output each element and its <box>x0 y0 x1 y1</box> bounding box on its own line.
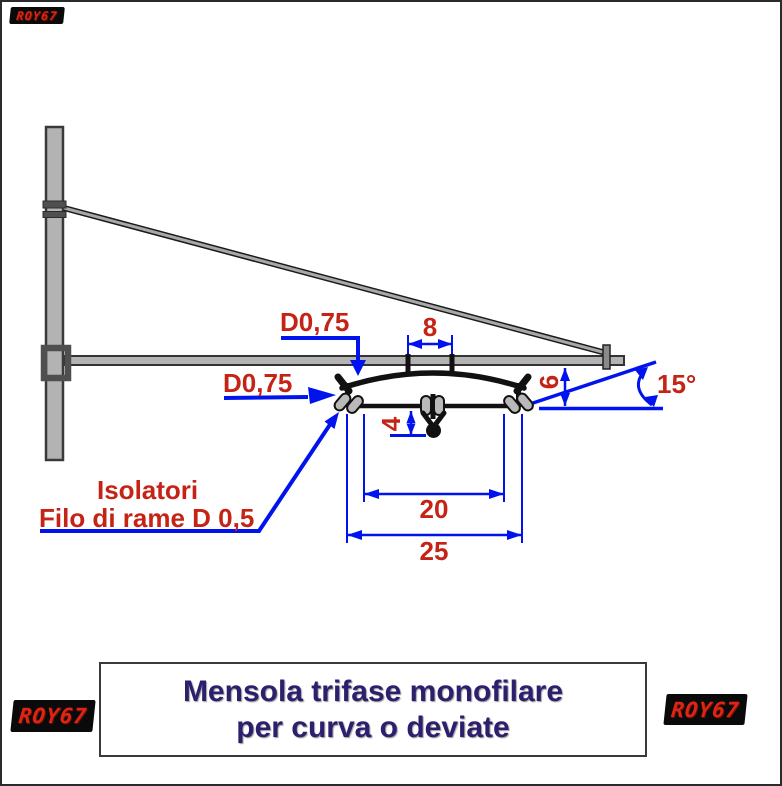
insulator-right-2 <box>516 392 534 412</box>
mast-top-clamp-band-1 <box>42 200 67 209</box>
angle-arc-arrow-bottom <box>645 395 658 407</box>
stay-wire <box>63 206 607 355</box>
angle-ref-inclined <box>532 360 657 405</box>
label-angle-15: 15° <box>657 369 697 399</box>
dim4-arrow-up <box>406 411 416 423</box>
arm-end-pin <box>602 344 611 370</box>
pendant-arm-right <box>432 410 447 428</box>
bow-wire <box>339 370 527 391</box>
label-diameter-left: D0,75 <box>223 368 293 398</box>
roy67-badge-bottom-left: ROY67 <box>10 700 96 732</box>
leader-diameter-left <box>223 395 309 400</box>
leader-diameter-top-arrowhead <box>350 360 366 376</box>
dim20-arrow-left <box>364 489 379 499</box>
dim-label-6: 6 <box>534 374 564 390</box>
dim25-arrow-left <box>347 530 362 540</box>
title-line-2: per curva o deviate <box>236 710 510 744</box>
roy67-badge-bottom-right: ROY67 <box>663 694 748 725</box>
label-isolatori: Isolatori <box>97 475 199 505</box>
leader-insulators-arrowhead <box>324 412 339 429</box>
angle-arc-arrow-top <box>635 367 648 380</box>
mast-pole <box>44 125 65 462</box>
dim-label-4: 4 <box>376 416 406 432</box>
dim6-arrow-up <box>560 368 570 381</box>
dim6-arrow-down <box>560 393 570 406</box>
insulator-center-2 <box>433 395 445 416</box>
pendant-ball <box>426 423 441 438</box>
roy67-badge-top-left: ROY67 <box>9 7 65 24</box>
leader-insulators <box>40 421 333 533</box>
bow-assembly <box>333 354 534 438</box>
dim8-arrow-right <box>438 339 452 349</box>
dim-label-20: 20 <box>419 494 449 524</box>
dimension-lines <box>40 335 663 543</box>
insulator-right-1 <box>503 395 521 414</box>
mast-arm-clamp <box>40 344 72 382</box>
dim-label-25: 25 <box>419 536 449 566</box>
insulator-left-2 <box>346 395 364 414</box>
pendant-arm-left <box>420 410 435 428</box>
dim4-arrow-down <box>406 423 416 435</box>
mast-top-clamp-band-2 <box>42 211 67 218</box>
dim8-arrow-left <box>408 339 422 349</box>
insulator-left-1 <box>333 392 352 412</box>
dim-label-8: 8 <box>422 312 438 342</box>
bracket-arm <box>64 355 625 366</box>
dim25-arrow-right <box>507 530 522 540</box>
leader-diameter-left-arrowhead <box>308 387 336 404</box>
title-box: Mensola trifase monofilare per curva o d… <box>99 662 647 757</box>
mast-and-arm <box>40 125 625 462</box>
title-line-1: Mensola trifase monofilare <box>182 675 564 708</box>
label-filo-di-rame: Filo di rame D 0,5 <box>39 503 255 533</box>
leader-diameter-top <box>281 336 360 365</box>
label-diameter-top: D0,75 <box>280 307 350 337</box>
dim20-arrow-right <box>489 489 504 499</box>
